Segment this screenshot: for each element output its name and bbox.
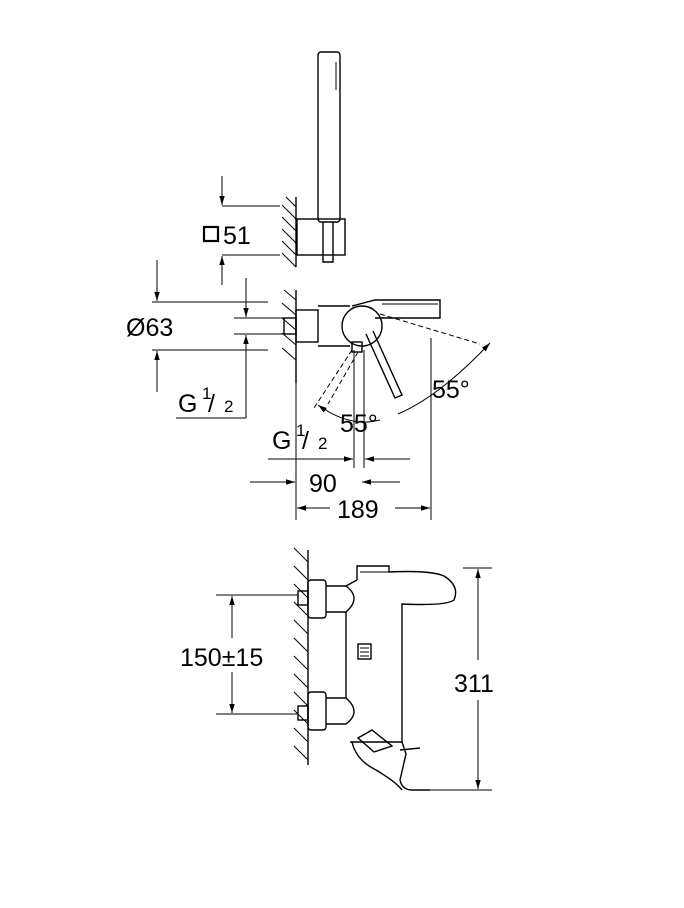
mixer-top-view: 55° 55° Ø63 G 1 / 2 G 1 / 2 90 bbox=[126, 260, 491, 524]
wall-hatch-mid bbox=[281, 289, 297, 383]
thread-frac-num-bottom: 1 bbox=[296, 421, 305, 440]
wall-nut bbox=[283, 317, 297, 335]
brand-logo-icon bbox=[357, 643, 372, 660]
dim-diameter-63: Ø63 bbox=[126, 314, 173, 342]
holder-block bbox=[296, 218, 346, 256]
dim-90: 90 bbox=[309, 470, 337, 498]
mixer-cartridge bbox=[341, 305, 383, 347]
square-symbol-icon bbox=[202, 225, 220, 243]
hand-shower-holder-view: 51 bbox=[202, 51, 346, 285]
diverter-knob bbox=[356, 729, 394, 753]
wall-hatch-top bbox=[281, 196, 297, 268]
dim-square-51: 51 bbox=[223, 222, 251, 250]
spout-top bbox=[351, 299, 441, 319]
upper-escutcheon bbox=[307, 579, 327, 619]
thread-slash-bottom: / bbox=[302, 427, 309, 455]
thread-slash-left: / bbox=[208, 390, 215, 418]
upper-body bbox=[326, 585, 355, 613]
thread-g-bottom: G bbox=[272, 427, 291, 455]
mixer-body bbox=[318, 305, 350, 347]
mixer-front-view: 150±15 311 bbox=[180, 547, 494, 791]
bath-spout bbox=[350, 741, 430, 791]
diverter-lever bbox=[365, 330, 403, 399]
thread-frac-num-left: 1 bbox=[202, 384, 211, 403]
lower-body bbox=[326, 697, 355, 725]
escutcheon bbox=[295, 309, 319, 343]
angle-55-left: 55° bbox=[340, 410, 378, 438]
main-body bbox=[345, 565, 457, 742]
thread-frac-den-bottom: 2 bbox=[318, 434, 327, 453]
dim-311: 311 bbox=[454, 670, 494, 698]
thread-frac-den-left: 2 bbox=[224, 397, 233, 416]
lever-base bbox=[351, 341, 363, 353]
hose-connector bbox=[322, 222, 334, 263]
lower-nut bbox=[297, 705, 309, 721]
wall-hatch-bottom bbox=[293, 547, 309, 765]
hand-shower bbox=[317, 51, 341, 223]
angle-55-right: 55° bbox=[432, 376, 470, 404]
dim-150-tolerance: 150±15 bbox=[180, 644, 263, 672]
dim-189: 189 bbox=[337, 496, 379, 524]
lower-escutcheon bbox=[307, 691, 327, 731]
thread-g-left: G bbox=[178, 390, 197, 418]
